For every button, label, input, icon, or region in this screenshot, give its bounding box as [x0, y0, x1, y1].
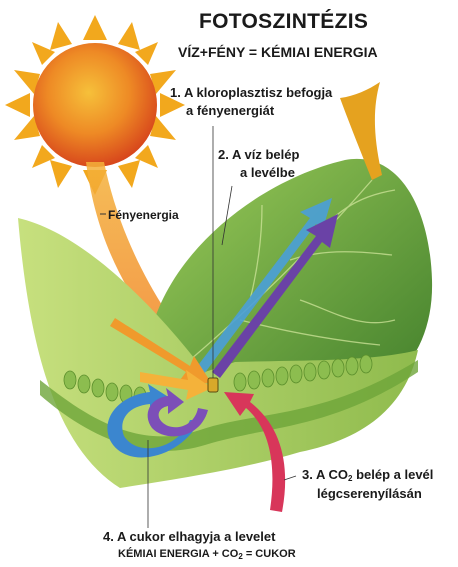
- step4-eq-post: = CUKOR: [243, 548, 296, 560]
- step4-label-line1: 4. A cukor elhagyja a levelet: [103, 529, 275, 544]
- step3-text-post: belép a levél: [352, 467, 433, 482]
- step2-label-line2: a levélbe: [240, 165, 295, 180]
- step4-equation: KÉMIAI ENERGIA + CO2 = CUKOR: [118, 548, 296, 561]
- step1-label-line1: 1. A kloroplasztisz befogja: [170, 85, 332, 100]
- step3-label-line1: 3. A CO2 belép a levél: [302, 467, 433, 483]
- step4-eq-pre: KÉMIAI ENERGIA + CO: [118, 548, 238, 560]
- diagram-subtitle: VÍZ+FÉNY = KÉMIAI ENERGIA: [178, 44, 378, 60]
- step1-label-line2: a fényenergiát: [186, 103, 274, 118]
- step3-label-line2: légcserenyílásán: [317, 486, 422, 501]
- light-energy-label: Fényenergia: [108, 208, 179, 222]
- step3-text-pre: 3. A CO: [302, 467, 348, 482]
- diagram-title: FOTOSZINTÉZIS: [199, 10, 368, 34]
- pointer-step3: [284, 476, 296, 480]
- step2-label-line1: 2. A víz belép: [218, 147, 299, 162]
